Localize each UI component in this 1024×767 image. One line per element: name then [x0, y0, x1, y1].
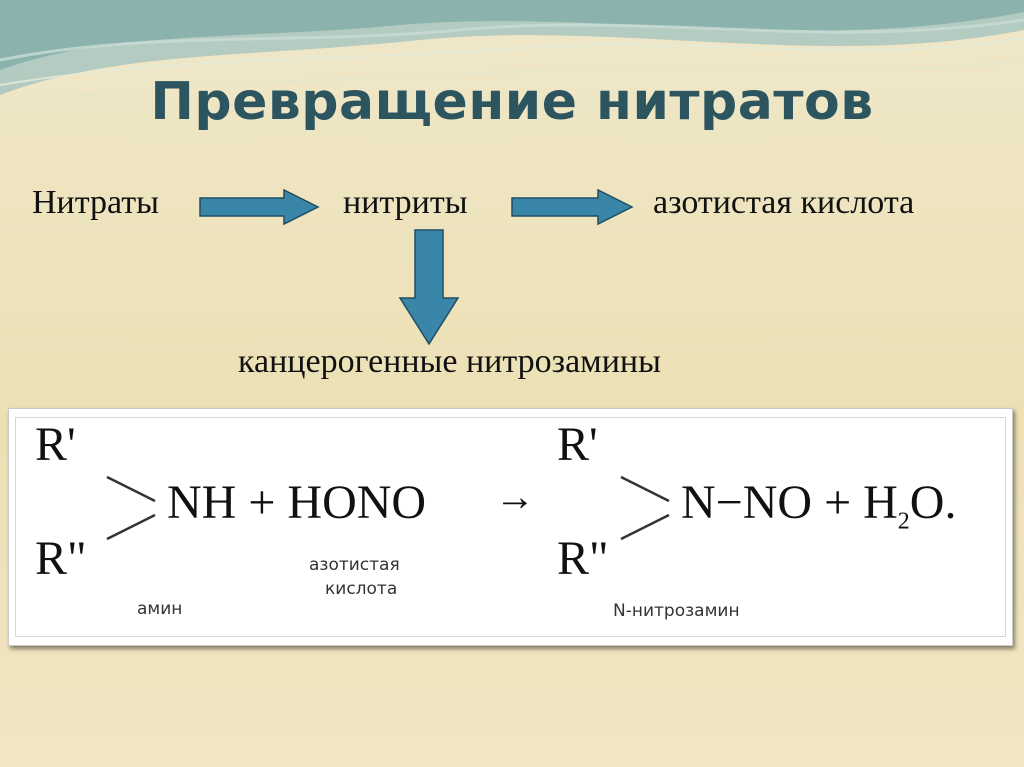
reaction-arrow: →: [495, 474, 535, 519]
label-nitrosamines: N-нитрозамин: [613, 601, 740, 621]
flow-nitrates: Нитраты: [32, 184, 159, 221]
product-formula-main: N−NO + H: [681, 476, 898, 529]
reactant-r1: R': [35, 418, 76, 471]
down-arrow-icon: [398, 229, 460, 346]
flow-nitrous-acid: азотистая кислота: [653, 184, 915, 221]
flow-nitrites: нитриты: [343, 184, 468, 221]
decorative-waves: [0, 0, 1024, 106]
flow-nitrosamines: канцерогенные нитрозамины: [238, 343, 661, 380]
label-amines: амин: [137, 599, 183, 619]
product-n-no-water: N−NO + H2O.: [681, 475, 956, 536]
label-acid-line2: кислота: [325, 579, 398, 599]
slide-title: Превращение нитратов: [150, 72, 874, 132]
reactant-r2: R": [35, 532, 87, 585]
reactant-nh-hono: NH + HONO: [167, 476, 427, 529]
reaction-frame: [15, 417, 1006, 637]
water-subscript: 2: [897, 508, 910, 535]
right-arrow-icon: [511, 188, 634, 226]
right-arrow-icon: [199, 188, 320, 226]
product-r1: R': [557, 418, 598, 471]
product-r2: R": [557, 532, 609, 585]
reaction-image: R' R" NH + HONO → R' R" N−NO + H2O. амин…: [8, 408, 1013, 646]
product-formula-end: O.: [909, 476, 957, 529]
label-acid-line1: азотистая: [309, 555, 400, 575]
amine-bonds: [106, 475, 670, 541]
